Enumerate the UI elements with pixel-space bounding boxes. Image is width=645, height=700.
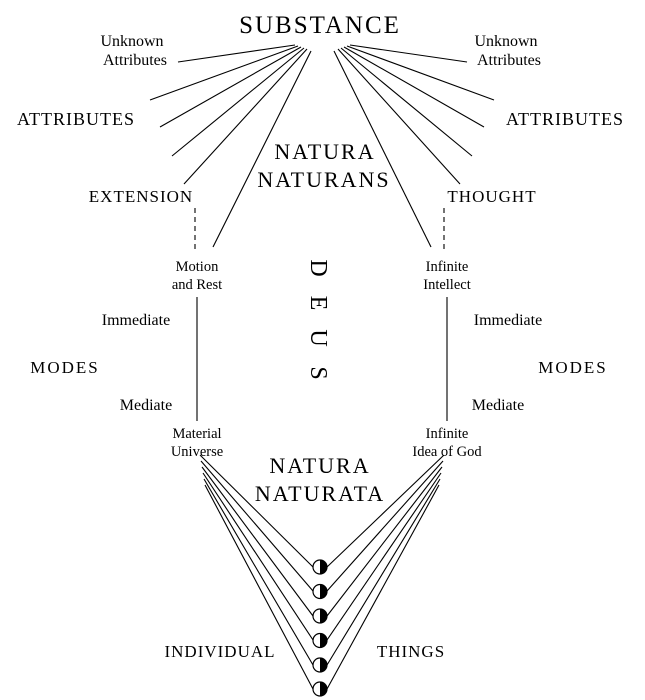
deus-vertical-label: D E U S [305,259,331,379]
immediate-right-label: Immediate [474,312,542,329]
infinite-intellect-line2: Intellect [423,277,471,293]
unknown-attributes-right-line1: Unknown [474,33,537,50]
natura-naturata-line1: NATURA [269,453,370,478]
thought-label: THOUGHT [447,187,536,206]
fan-line [333,50,432,248]
fan-line [349,44,468,63]
fan-line [326,454,445,568]
infinite-intellect-line1: Infinite [426,259,469,275]
fan-line [201,466,314,617]
fan-line [343,46,485,128]
attributes-right-label: ATTRIBUTES [506,109,624,129]
fan-line [346,45,495,101]
individual-thing-marker [312,657,328,673]
unknown-attributes-left-line1: Unknown [100,33,163,50]
natura-naturans-line1: NATURA [274,139,375,164]
modes-left-label: MODES [30,358,100,377]
individual-label: INDIVIDUAL [164,642,275,661]
individual-thing-marker [312,632,328,649]
substance-label: SUBSTANCE [239,12,401,39]
motion-and-rest-line2: and Rest [172,277,222,293]
fan-line [204,484,314,690]
fan-line [149,45,299,101]
individual-thing-markers [312,559,328,697]
extension-label: EXTENSION [89,187,193,206]
fan-line [203,478,314,666]
things-label: THINGS [377,642,445,661]
mediate-left-label: Mediate [120,397,172,414]
mediate-right-label: Mediate [472,397,524,414]
fan-line [337,48,461,185]
fan-line [159,46,302,128]
individual-thing-marker [312,608,328,624]
fan-line [183,48,308,185]
infinite-idea-of-god-line1: Infinite [426,426,469,442]
immediate-left-label: Immediate [102,312,170,329]
fan-line [326,466,443,617]
deus-letter-u: U [305,329,331,346]
motion-and-rest-line1: Motion [176,259,219,275]
individual-thing-marker [312,559,328,575]
fan-line [326,472,442,641]
bottom-fan-right [326,454,445,690]
unknown-attributes-right-line2: Attributes [477,52,541,69]
natura-naturans-line2: NATURANS [257,167,390,192]
fan-line [199,454,314,568]
fan-line [171,47,305,157]
infinite-idea-of-god-line2: Idea of God [412,444,482,460]
modes-right-label: MODES [538,358,608,377]
deus-letter-s: S [305,366,331,379]
fan-line [326,460,444,592]
fan-line [202,472,314,641]
fan-line [326,484,440,690]
fan-line [200,460,314,592]
unknown-attributes-left-line2: Attributes [103,52,167,69]
deus-letter-d: D [305,259,331,276]
fan-line [212,50,312,248]
deus-letter-e: E [305,296,331,311]
material-universe-line1: Material [172,426,221,442]
material-universe-line2: Universe [171,444,223,460]
fan-line [340,47,473,157]
top-fan-right [333,44,495,248]
bottom-fan-left [199,454,314,690]
individual-thing-marker [312,681,328,697]
fan-line [326,478,441,666]
attributes-left-label: ATTRIBUTES [17,109,135,129]
fan-line [177,44,296,63]
natura-naturata-line2: NATURATA [255,481,385,506]
individual-thing-marker [312,583,328,600]
top-fan-left [149,44,312,248]
